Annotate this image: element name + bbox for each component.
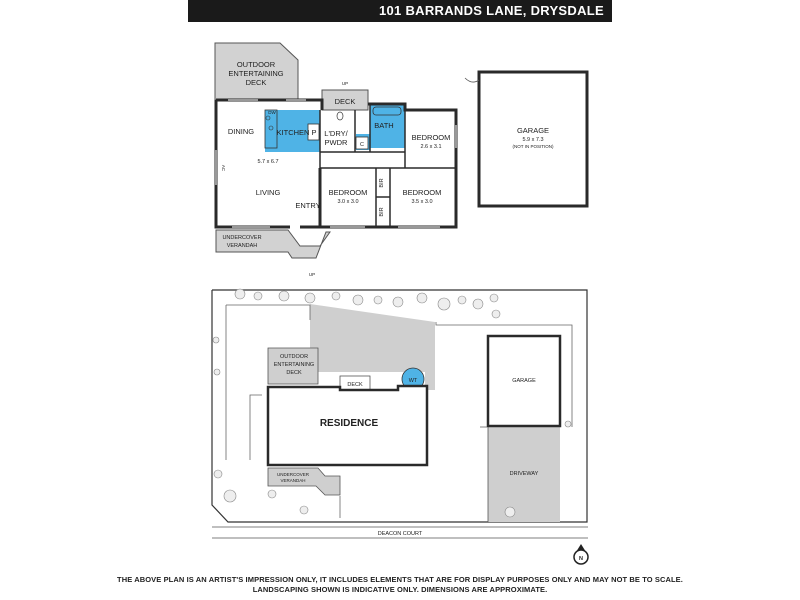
living-label: LIVING <box>256 188 281 197</box>
residence-label: RESIDENCE <box>320 418 379 429</box>
tree-icon <box>299 505 309 515</box>
site-deck-label-2: ENTERTAINING <box>274 362 314 368</box>
north-label: N <box>579 556 583 562</box>
outdoor-deck-label-2: ENTERTAINING <box>228 69 283 78</box>
bath-label: BATH <box>374 121 393 130</box>
street-lines <box>212 526 588 539</box>
tree-icon <box>234 288 246 300</box>
tree-icon <box>213 469 223 479</box>
windows <box>215 99 457 228</box>
outdoor-deck-label-3: DECK <box>246 78 267 87</box>
tree-icon <box>352 294 364 306</box>
bir-label-1: BIR <box>379 178 385 187</box>
garage-size: 5.9 x 7.3 <box>522 137 543 143</box>
laundry-label-2: PWDR <box>325 138 348 147</box>
tree-icon <box>504 506 516 518</box>
kitchen-label: KITCHEN <box>277 128 310 137</box>
tree-icon <box>331 291 341 301</box>
tree-icon <box>278 290 290 302</box>
site-outdoor-deck <box>267 347 319 385</box>
dining-label: DINING <box>228 127 254 136</box>
garage-label: GARAGE <box>517 126 549 135</box>
garage-door-arc <box>464 77 480 83</box>
tree-icon <box>253 291 263 301</box>
water-tank-label: WT <box>409 378 418 384</box>
bath-area <box>370 104 405 148</box>
driveway <box>488 427 560 522</box>
fences <box>225 304 573 518</box>
dishwasher-label: DW <box>268 110 276 115</box>
block-boundary <box>211 289 588 523</box>
site-verandah <box>267 467 341 496</box>
ac-label: AC <box>221 165 226 172</box>
trees <box>212 288 572 518</box>
outdoor-deck-label-1: OUTDOOR <box>237 60 276 69</box>
pantry-label: P <box>311 128 316 137</box>
tree-icon <box>437 297 451 311</box>
site-garage <box>486 334 562 428</box>
address-banner: 101 BARRANDS LANE, DRYSDALE <box>188 0 612 22</box>
tree-icon <box>564 420 572 428</box>
verandah-label-2: VERANDAH <box>227 243 258 249</box>
cooktop-icon <box>268 125 274 131</box>
bedroom3-label: BEDROOM <box>403 188 442 197</box>
tree-icon <box>213 368 221 376</box>
bir-label-2: BIR <box>379 207 385 216</box>
bedroom2-size: 3.0 x 3.0 <box>337 199 358 205</box>
north-arrow: N <box>573 544 589 565</box>
bedroom2-label: BEDROOM <box>329 188 368 197</box>
site-verandah-label-1: UNDERCOVER <box>277 472 310 477</box>
bedroom1-label: BEDROOM <box>412 133 451 142</box>
tree-icon <box>267 489 277 499</box>
garage-note: (NOT IN POSITION) <box>513 144 554 149</box>
driveway-label: DRIVEWAY <box>510 471 539 477</box>
living-size: 5.7 x 6.7 <box>257 159 278 165</box>
garage-outline <box>477 70 589 208</box>
outdoor-deck <box>214 42 299 101</box>
disclaimer-line-1: THE ABOVE PLAN IS AN ARTIST'S IMPRESSION… <box>117 575 683 584</box>
laundry-label-1: L'DRY/ <box>324 129 348 138</box>
pantry-box <box>307 123 320 141</box>
kitchen-bench <box>264 109 278 149</box>
toilet-icon <box>336 111 344 121</box>
site-deck-label: DECK <box>347 382 363 388</box>
deck-label: DECK <box>335 97 356 106</box>
tree-icon <box>457 295 467 305</box>
address-title: 101 BARRANDS LANE, DRYSDALE <box>378 3 604 18</box>
tree-icon <box>472 298 484 310</box>
paving-area <box>310 304 435 390</box>
tree-icon <box>392 296 404 308</box>
street-label: DEACON COURT <box>378 531 423 537</box>
cupboard-box <box>355 136 369 150</box>
deck-up-label: UP <box>342 81 348 86</box>
site-deck-label-1: OUTDOOR <box>280 354 308 360</box>
tree-icon <box>223 489 237 503</box>
interior-walls <box>319 104 456 227</box>
residence-outline <box>266 384 429 467</box>
tree-icon <box>416 292 428 304</box>
tree-icon <box>373 295 383 305</box>
site-deck-label-3: DECK <box>286 370 302 376</box>
verandah-label-1: UNDERCOVER <box>222 235 261 241</box>
tree-icon <box>491 309 501 319</box>
cupboard-label: C <box>360 142 364 148</box>
bedroom3-size: 3.5 x 3.0 <box>411 199 432 205</box>
undercover-verandah <box>215 229 331 259</box>
bedroom1-size: 2.6 x 3.1 <box>420 144 441 150</box>
site-garage-label: GARAGE <box>512 378 536 384</box>
verandah-up-label: UP <box>309 272 315 277</box>
tree-icon <box>304 292 316 304</box>
disclaimer-line-2: LANDSCAPING SHOWN IS INDICATIVE ONLY. DI… <box>252 585 548 594</box>
tree-icon <box>489 293 499 303</box>
site-verandah-label-2: VERANDAH <box>280 478 305 483</box>
bathtub-icon <box>372 106 402 116</box>
tree-icon <box>212 336 220 344</box>
sink-icon <box>265 115 271 121</box>
entry-label: ENTRY <box>295 201 320 210</box>
